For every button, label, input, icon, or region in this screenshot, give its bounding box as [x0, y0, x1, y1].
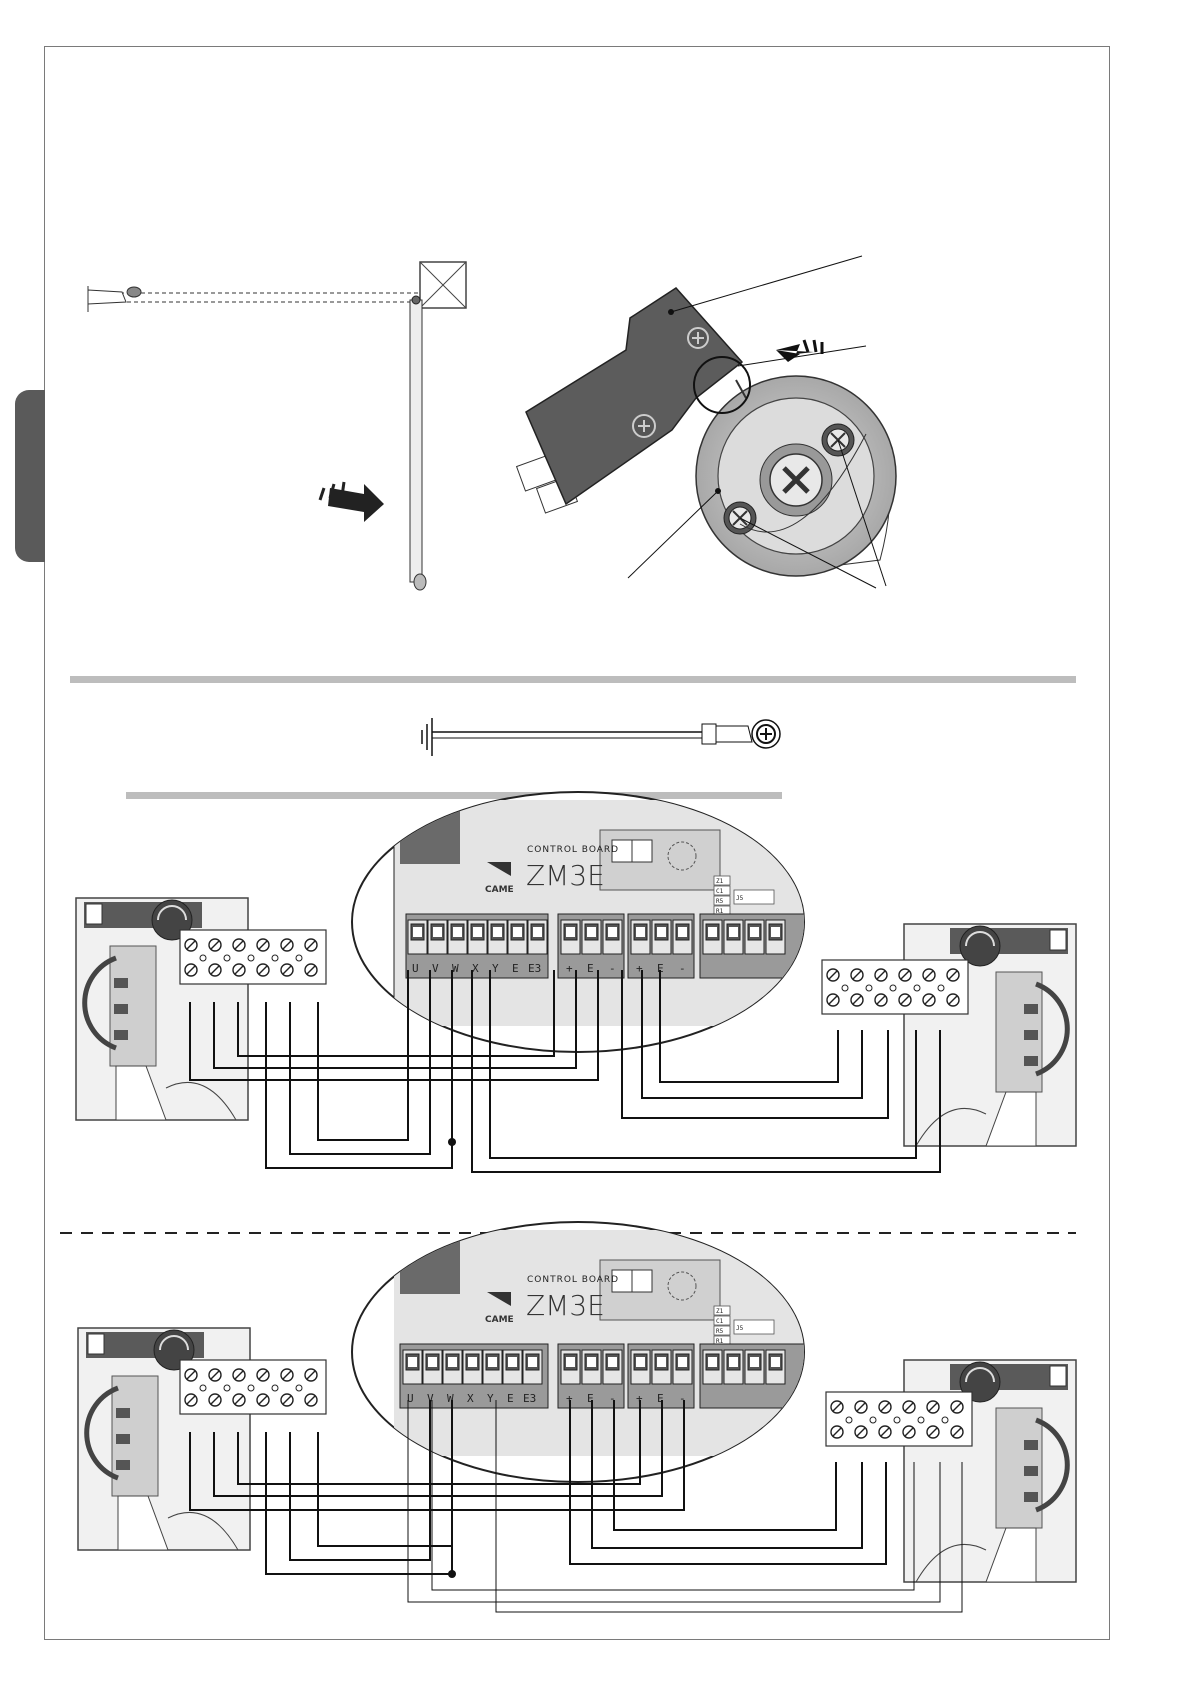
terminal-label-E: E [512, 962, 519, 975]
control-board-1: CONTROL BOARD ZM3E CAME Z1 C1 R5 R1 J5 U… [352, 792, 810, 1052]
chip-label: J5 [736, 895, 744, 902]
board-model: ZM3E [526, 1289, 605, 1322]
chip-label: Z1 [716, 1308, 724, 1315]
junction-dot [448, 1138, 456, 1146]
board-label: CONTROL BOARD [527, 845, 619, 855]
terminal-block-right [826, 1392, 972, 1446]
terminal-label-X: X [467, 1392, 474, 1405]
operator-right [904, 924, 1076, 1146]
terminal-label-U: U [412, 962, 419, 975]
chip-label: J5 [736, 1325, 744, 1332]
terminal-label-minus: - [679, 962, 686, 975]
board-model: ZM3E [526, 859, 605, 892]
board-label: CONTROL BOARD [527, 1275, 619, 1285]
brand-name: CAME [485, 885, 514, 895]
terminal-label-E3: E3 [528, 962, 541, 975]
barrier-boom-illustration [88, 262, 466, 590]
earth-connection [422, 718, 780, 756]
terminal-block-left [180, 1360, 326, 1414]
chip-label: C1 [716, 1318, 724, 1325]
cam-disc [694, 357, 896, 576]
terminal-label-W: W [452, 962, 459, 975]
junction-dot [448, 1570, 456, 1578]
terminal-label-Y: Y [492, 962, 499, 975]
terminal-label-e: E [587, 962, 594, 975]
section-rule [70, 676, 1076, 683]
ground-icon [422, 718, 432, 756]
terminal-label-Y: Y [487, 1392, 494, 1405]
chip-label: R5 [716, 898, 724, 905]
wiring-diagram-1: CONTROL BOARD ZM3E CAME Z1 C1 R5 R1 J5 U… [76, 792, 1076, 1172]
chip-label: R1 [716, 908, 724, 915]
terminal-label-plus: + [566, 962, 573, 975]
chip-label: C1 [716, 888, 724, 895]
terminal-label-E3: E3 [523, 1392, 536, 1405]
control-board-2: CONTROL BOARD ZM3E CAME Z1 C1 R5 R1 J5 U… [352, 1222, 810, 1482]
terminal-block-right [822, 960, 968, 1014]
cam-stop-detail [517, 256, 896, 588]
sub-section-rule [126, 792, 782, 799]
chip-label: R5 [716, 1328, 724, 1335]
chip-label: R1 [716, 1338, 724, 1345]
brand-name: CAME [485, 1315, 514, 1325]
terminal-label-minus: - [609, 962, 616, 975]
wiring-diagram-2: CONTROL BOARD ZM3E CAME Z1 C1 R5 R1 J5 U… [78, 1222, 1076, 1612]
terminal-label-X: X [472, 962, 479, 975]
terminal-label-V: V [432, 962, 439, 975]
terminal-block-left [180, 930, 326, 984]
screw-icon [757, 725, 775, 743]
terminal-label-E: E [507, 1392, 514, 1405]
chip-label: Z1 [716, 878, 724, 885]
